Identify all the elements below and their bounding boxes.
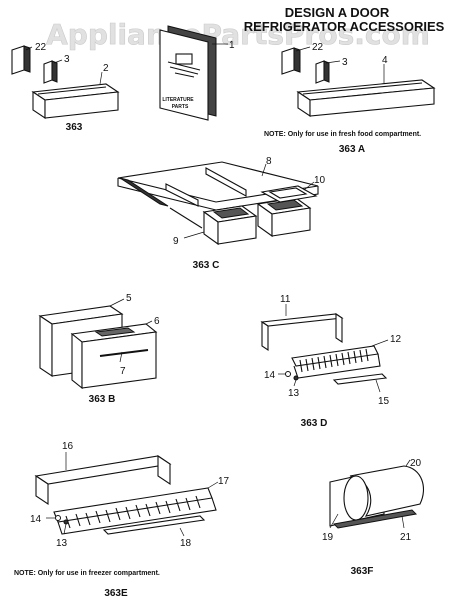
diagram-title-line1: DESIGN A DOOR: [285, 5, 390, 20]
callout-19: 19: [322, 532, 334, 543]
callout-10: 10: [314, 175, 326, 186]
group-363-drawing: [11, 45, 120, 120]
group-label-363f: 363F: [351, 566, 374, 577]
callout-1: 1: [229, 40, 235, 51]
group-label-363d: 363 D: [301, 418, 328, 429]
callout-6: 6: [154, 316, 160, 327]
callout-20: 20: [410, 458, 422, 469]
callout-18: 18: [180, 538, 192, 549]
watermark: AppliancePartsPros.com: [46, 18, 430, 51]
group-label-363a: 363 A: [339, 144, 365, 155]
callout-3: 3: [342, 57, 348, 68]
callout-14: 14: [30, 514, 42, 525]
literature-label-line2: PARTS: [172, 104, 189, 110]
callout-7: 7: [120, 366, 126, 377]
callout-9: 9: [173, 236, 179, 247]
callout-14: 14: [264, 370, 276, 381]
group-363f-drawing: [329, 465, 424, 529]
callout-11: 11: [280, 294, 291, 305]
callout-22: 22: [35, 42, 47, 53]
callout-8: 8: [266, 156, 272, 167]
callout-12: 12: [390, 334, 402, 345]
group-label-363c: 363 C: [193, 260, 220, 271]
group-363c-drawing: [117, 161, 319, 246]
diagram-title-line2: REFRIGERATOR ACCESSORIES: [244, 19, 445, 34]
group-label-363b: 363 B: [89, 394, 116, 405]
literature-parts-book: [159, 25, 217, 121]
callout-21: 21: [400, 532, 412, 543]
group-363a-drawing: [281, 47, 436, 118]
group-label-363e: 363E: [104, 588, 128, 599]
callout-5: 5: [126, 293, 132, 304]
group-363d-drawing: [260, 312, 388, 385]
note-freezer-compartment: NOTE: Only for use in freezer compartmen…: [14, 570, 160, 577]
callout-4: 4: [382, 55, 388, 66]
callout-22: 22: [312, 42, 324, 53]
group-363e-drawing: [34, 454, 217, 535]
group-label-363: 363: [66, 122, 83, 133]
literature-label-line1: LITERATURE: [162, 97, 194, 103]
callout-16: 16: [62, 441, 74, 452]
note-fresh-food-compartment: NOTE: Only for use in fresh food compart…: [264, 131, 421, 138]
callout-13: 13: [56, 538, 68, 549]
callout-15: 15: [378, 396, 390, 407]
callout-3: 3: [64, 54, 70, 65]
callout-17: 17: [218, 476, 230, 487]
callout-2: 2: [103, 63, 109, 74]
group-363b-drawing: [38, 305, 158, 390]
callout-13: 13: [288, 388, 300, 399]
